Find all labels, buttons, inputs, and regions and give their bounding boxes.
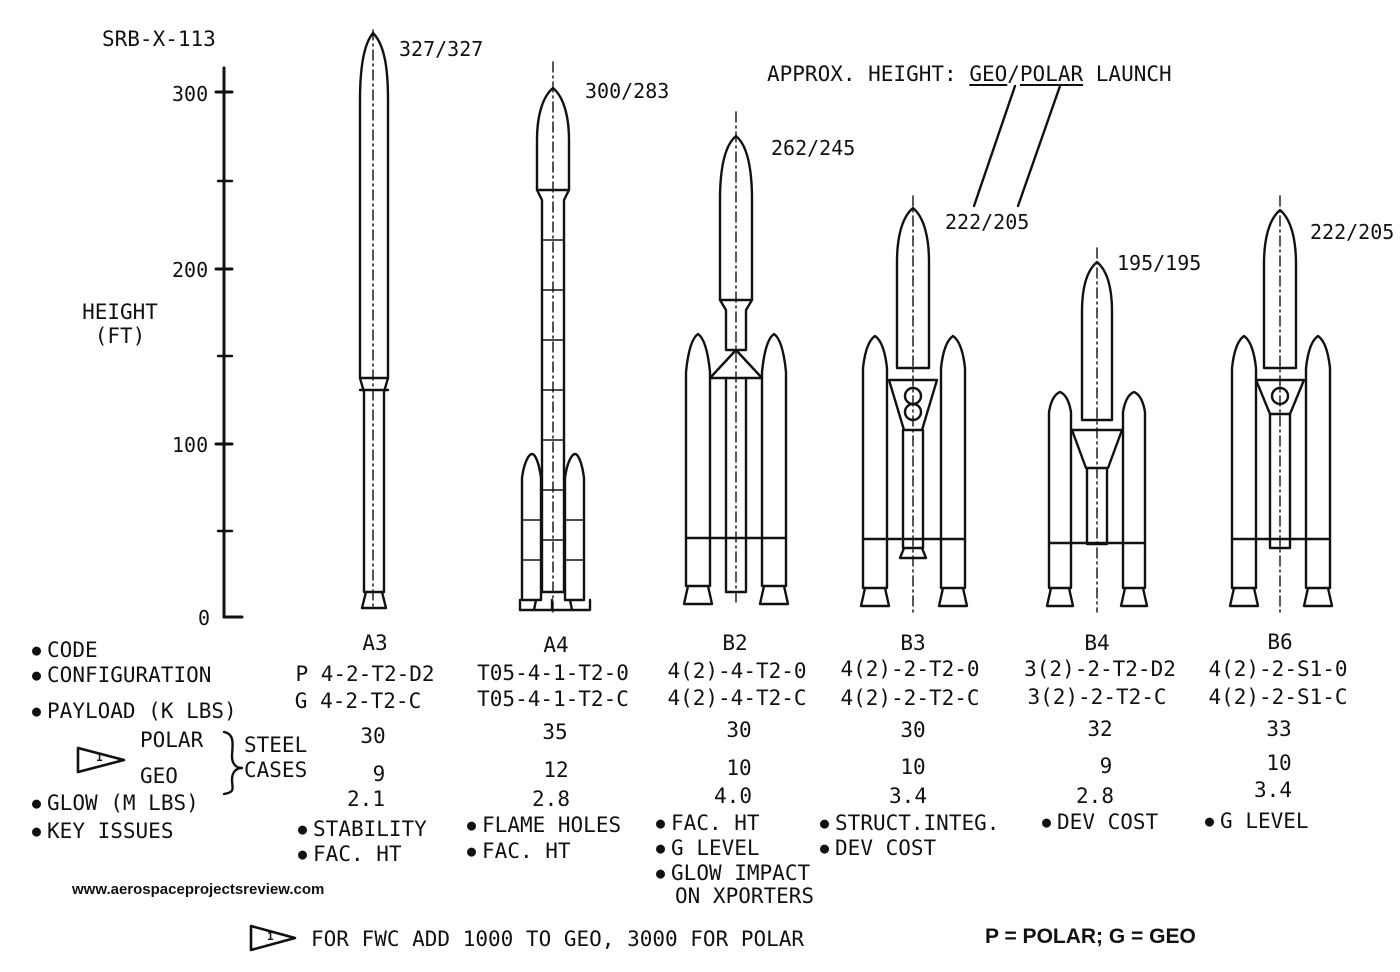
- glow-b6: 3.4: [1254, 778, 1292, 802]
- config-geo-a4: T05-4-1-T2-C: [477, 687, 629, 711]
- issue-b2-3: GLOW IMPACT: [656, 863, 810, 884]
- config-geo-b4: 3(2)-2-T2-C: [1027, 685, 1167, 709]
- issue-b2-3-cont: ON XPORTERS: [675, 884, 815, 908]
- config-geo-b3: 4(2)-2-T2-C: [840, 686, 980, 710]
- rocket-b3: [859, 195, 969, 616]
- row-label-code: CODE: [32, 640, 98, 661]
- rocket-a4: [518, 61, 592, 613]
- height-legend: APPROX. HEIGHT: GEO/POLAR LAUNCH: [767, 64, 1172, 85]
- height-label-a4: 300/283: [585, 79, 670, 103]
- height-axis-label: HEIGHT: [82, 300, 158, 324]
- issue-a4-1: FLAME HOLES: [467, 815, 621, 836]
- report-id: SRB-X-113: [102, 27, 216, 51]
- payload-geo-a4: 12: [543, 758, 569, 782]
- row-label-cases: CASES: [244, 758, 308, 782]
- payload-geo-b6: 10: [1266, 751, 1292, 775]
- height-label-b2: 262/245: [771, 136, 856, 160]
- code-a4: A4: [543, 633, 569, 657]
- payload-geo-b4: 9: [1099, 754, 1113, 778]
- height-label-b4: 195/195: [1117, 251, 1202, 275]
- key-text: P = POLAR; G = GEO: [985, 925, 1196, 948]
- height-axis: [214, 66, 244, 619]
- row-label-payload: PAYLOAD (K LBS): [32, 701, 237, 722]
- issue-a3-1: STABILITY: [298, 819, 427, 840]
- config-geo-b6: 4(2)-2-S1-C: [1208, 685, 1348, 709]
- issue-b6-1: G LEVEL: [1205, 811, 1309, 832]
- footnote-marker-number-bottom: 1: [267, 930, 274, 943]
- rocket-b4: [1045, 247, 1149, 613]
- legend-pointer-lines: [972, 84, 1062, 208]
- payload-geo-a3: 9: [372, 762, 386, 786]
- height-axis-unit: (FT): [94, 324, 146, 348]
- legend-polar: POLAR: [1019, 62, 1084, 86]
- footnote-text: FOR FWC ADD 1000 TO GEO, 3000 FOR POLAR: [311, 927, 805, 951]
- row-label-glow: GLOW (M LBS): [32, 793, 199, 814]
- glow-b4: 2.8: [1076, 784, 1114, 808]
- footnote-marker-icons: [76, 746, 297, 952]
- payload-polar-b3: 30: [900, 718, 926, 742]
- height-tick-200: 200: [172, 258, 209, 282]
- config-polar-b4: 3(2)-2-T2-D2: [1024, 657, 1176, 681]
- issue-b2-1: FAC. HT: [656, 813, 760, 834]
- config-geo-b2: 4(2)-4-T2-C: [667, 686, 807, 710]
- code-b2: B2: [722, 631, 748, 655]
- row-label-polar: POLAR: [140, 728, 204, 752]
- issue-b2-2: G LEVEL: [656, 838, 760, 859]
- glow-a3: 2.1: [347, 787, 385, 811]
- row-label-configuration: CONFIGURATION: [32, 665, 211, 686]
- issue-b3-1: STRUCT.INTEG.: [820, 813, 999, 834]
- config-polar-a3: P 4-2-T2-D2: [295, 662, 435, 686]
- payload-geo-b2: 10: [726, 756, 752, 780]
- height-tick-300: 300: [172, 82, 209, 106]
- legend-prefix: APPROX. HEIGHT:: [767, 62, 957, 86]
- height-label-b3: 222/205: [945, 210, 1030, 234]
- payload-polar-b4: 32: [1087, 717, 1113, 741]
- glow-b2: 4.0: [714, 784, 752, 808]
- code-a3: A3: [362, 631, 388, 655]
- row-label-key-issues: KEY ISSUES: [32, 821, 173, 842]
- payload-polar-a3: 30: [360, 724, 386, 748]
- payload-geo-b3: 10: [900, 755, 926, 779]
- height-label-a3: 327/327: [399, 37, 484, 61]
- row-label-steel: STEEL: [244, 733, 308, 757]
- issue-a4-2: FAC. HT: [467, 841, 571, 862]
- rocket-b6: [1228, 195, 1334, 616]
- config-geo-a3: G 4-2-T2-C: [294, 689, 422, 713]
- config-polar-b6: 4(2)-2-S1-0: [1208, 657, 1348, 681]
- rocket-b2: [682, 111, 790, 606]
- issue-a3-2: FAC. HT: [298, 844, 402, 865]
- legend-geo: GEO: [969, 62, 1008, 86]
- config-polar-a4: T05-4-1-T2-0: [477, 661, 629, 685]
- config-polar-b2: 4(2)-4-T2-0: [667, 659, 807, 683]
- legend-slash: /: [1007, 62, 1020, 86]
- height-tick-0: 0: [198, 606, 211, 630]
- code-b3: B3: [900, 631, 926, 655]
- height-tick-100: 100: [172, 433, 209, 457]
- glow-a4: 2.8: [532, 787, 570, 811]
- payload-polar-a4: 35: [542, 720, 568, 744]
- issue-b4-1: DEV COST: [1042, 812, 1158, 833]
- payload-polar-b2: 30: [726, 718, 752, 742]
- glow-b3: 3.4: [889, 784, 927, 808]
- footnote-marker-number: 1: [96, 751, 103, 764]
- row-label-geo: GEO: [140, 764, 178, 788]
- legend-suffix: LAUNCH: [1095, 62, 1172, 86]
- website-credit: www.aerospaceprojectsreview.com: [72, 881, 325, 898]
- rocket-a3: [358, 29, 390, 611]
- code-b4: B4: [1084, 631, 1110, 655]
- payload-polar-b6: 33: [1266, 717, 1292, 741]
- code-b6: B6: [1267, 630, 1293, 654]
- height-label-b6: 222/205: [1310, 220, 1395, 244]
- issue-b3-2: DEV COST: [820, 838, 936, 859]
- steel-cases-brace: [222, 730, 244, 796]
- config-polar-b3: 4(2)-2-T2-0: [840, 657, 980, 681]
